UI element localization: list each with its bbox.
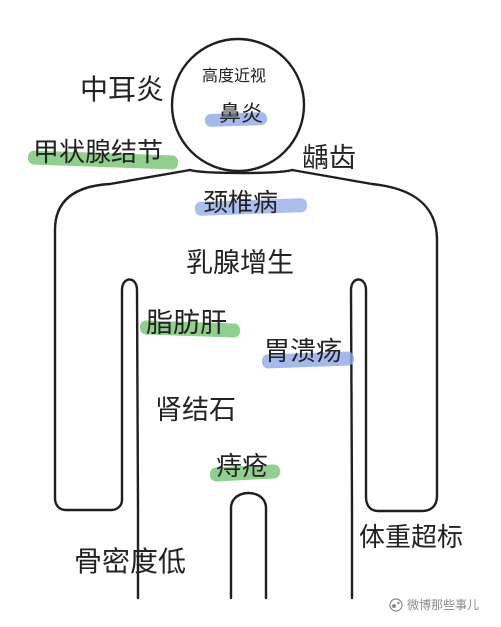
label-thyroid: 甲状腺结节: [33, 138, 164, 168]
label-myopia: 高度近视: [202, 66, 267, 85]
label-osteoporosis: 骨密度低: [74, 545, 187, 578]
neck-outline: [188, 168, 294, 175]
label-otitis: 中耳炎: [80, 73, 165, 106]
label-ulcer: 胃溃疡: [264, 337, 343, 367]
label-rhinitis: 鼻炎: [219, 102, 264, 127]
watermark-text: 微博那些事儿: [407, 598, 480, 612]
torso-outline: [53, 168, 439, 600]
label-cervical: 颈椎病: [203, 188, 279, 217]
label-breast: 乳腺增生: [186, 248, 294, 279]
weibo-icon: [389, 598, 403, 612]
label-overweight: 体重超标: [359, 523, 464, 553]
head-outline: [170, 37, 306, 173]
label-caries: 龋齿: [302, 143, 356, 174]
label-fatty-liver: 脂肪肝: [146, 308, 227, 339]
label-kidney-stone: 肾结石: [155, 395, 236, 426]
leg-gap-outline: [229, 491, 268, 600]
label-hemorrhoids: 痔疮: [216, 452, 269, 482]
